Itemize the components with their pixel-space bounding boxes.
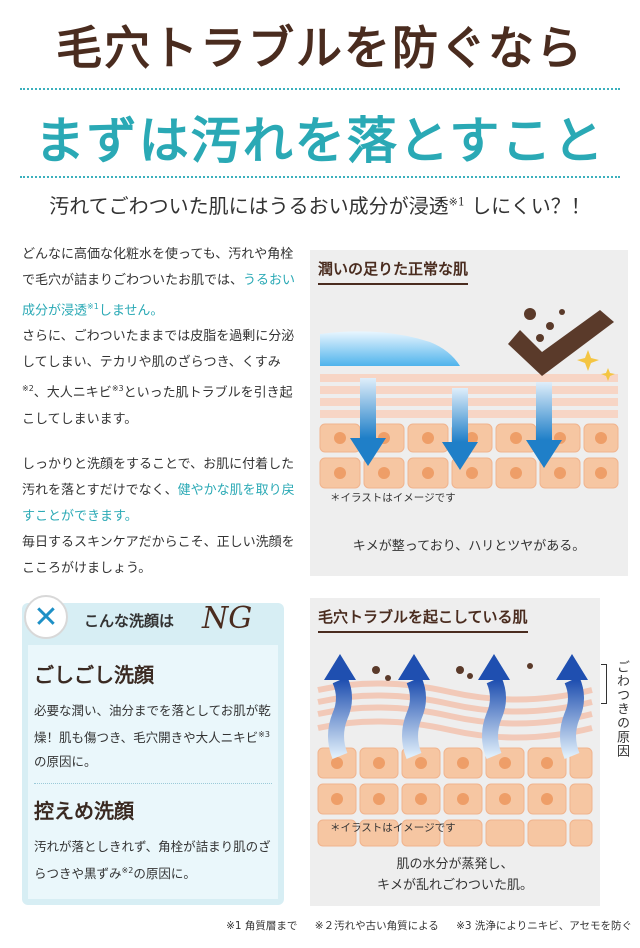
dotted-divider [20, 88, 620, 90]
normal-skin-panel: 潤いの足りた正常な肌 [310, 250, 628, 576]
main-heading: 毛穴トラブルを防ぐなら [56, 21, 584, 75]
footnote-2: ※２汚れや古い角質による [314, 920, 439, 932]
ng-word: NG [202, 601, 253, 636]
ng-item1-text: 必要な潤い、油分までを落としてお肌が乾燥！肌も傷つき、毛穴開きや大人ニキビ※3 の… [34, 699, 278, 774]
normal-skin-caption: キメが整っており、ハリとツヤがある。 [352, 539, 586, 554]
intro2-text: しっかりと洗顔をすることで、お肌に付着した汚れを落とすだけでなく、 [22, 457, 295, 498]
side-label: ごわつきの原因 [614, 660, 629, 758]
subtitle-text-a: 汚れてごわついた肌にはうるおい成分が浸透 [49, 194, 449, 218]
subtitle: 汚れてごわついた肌にはうるおい成分が浸透※1 しにくい？！ [0, 190, 640, 219]
ng-label: こんな洗顔は [84, 612, 175, 630]
trouble-skin-illustration [317, 654, 593, 847]
trouble-skin-caption: 肌の水分が蒸発し、 キメが乱れごわついた肌。 [310, 854, 600, 896]
sub-heading: まずは汚れを落とすこと [34, 111, 606, 170]
footnote-1: ※1 角質層まで [226, 920, 298, 932]
ng-item2-text: 汚れが落としきれず、角栓が詰まり肌のざらつきや黒ずみ※2の原因に。 [34, 835, 278, 886]
ng-item2-text-b: の原因に。 [133, 866, 196, 882]
subtitle-text-b: しにくい？！ [471, 194, 591, 218]
trouble-skin-panel: 毛穴トラブルを起こしている肌 ＊イラストはイ [310, 598, 600, 906]
subtitle-sup: ※1 [448, 195, 465, 209]
footnotes: ※1 角質層まで ※２汚れや古い角質による ※3 洗浄によりニキビ、アセモを防ぐ [0, 918, 632, 933]
ng-inner: ごしごし洗顔 必要な潤い、油分までを落としてお肌が乾燥！肌も傷つき、毛穴開きや大… [28, 645, 278, 899]
intro-sup: ※1 [87, 302, 99, 311]
intro-text-b: さらに、ごわついたままでは皮脂を過剰に分泌してしまい、テカリや肌のざらつき、くす… [22, 329, 295, 371]
intro-paragraph-1: どんなに高価な化粧水を使っても、汚れや角栓で毛穴が詰まりごわついたお肌では、うる… [22, 242, 300, 433]
intro-text-c: 、大人ニキビ [33, 385, 112, 401]
bracket [601, 664, 607, 704]
ng-item1-sup: ※3 [258, 730, 270, 739]
ng-box: ✕ こんな洗顔は NG ごしごし洗顔 必要な潤い、油分までを落としてお肌が乾燥！… [22, 595, 284, 905]
x-mark-icon: ✕ [24, 595, 68, 639]
ng-item2-title: 控えめ洗顔 [34, 799, 134, 823]
trouble-skin-note: ＊イラストはイメージです [330, 822, 456, 834]
footnote-3: ※3 洗浄によりニキビ、アセモを防ぐ [456, 920, 632, 932]
intro-sup2: ※2 [22, 384, 34, 394]
ng-divider [34, 783, 272, 784]
ng-item1-text-b: の原因に。 [34, 754, 97, 770]
trouble-skin-caption-line1: 肌の水分が蒸発し、 [396, 857, 514, 872]
normal-skin-note: ＊イラストはイメージです [330, 492, 456, 504]
ng-item1-title: ごしごし洗顔 [34, 663, 154, 687]
normal-skin-illustration [319, 308, 619, 489]
intro-highlight-b: しません。 [98, 303, 164, 319]
intro2-highlight: 健やかな肌を取り戻すことができます。 [22, 483, 295, 524]
intro2-text-b: 毎日するスキンケアだからこそ、正しい洗顔をこころがけましょう。 [22, 535, 295, 576]
ng-item2-sup: ※2 [121, 866, 134, 875]
intro-highlight: うるおい成分が浸透 [22, 273, 296, 319]
intro-text-d: といった肌トラブルを引き起こしてしまいます。 [22, 385, 293, 427]
trouble-skin-title: 毛穴トラブルを起こしている肌 [318, 606, 528, 633]
normal-skin-title: 潤いの足りた正常な肌 [318, 258, 469, 285]
intro-text: どんなに高価な化粧水を使っても、汚れや角栓で毛穴が詰まりごわついたお肌では、 [22, 247, 294, 288]
trouble-skin-caption-line2: キメが乱れごわついた肌。 [376, 878, 533, 893]
ng-item1-text-a: 必要な潤い、油分までを落としてお肌が乾燥！肌も傷つき、毛穴開きや大人ニキビ [34, 703, 271, 746]
intro-paragraph-2: しっかりと洗顔をすることで、お肌に付着した汚れを落とすだけでなく、健やかな肌を取… [22, 452, 300, 582]
dotted-divider [20, 176, 620, 178]
ng-item2-text-a: 汚れが落としきれず、角栓が詰まり肌のざらつきや黒ずみ [34, 839, 271, 882]
ng-header: ✕ こんな洗顔は NG [22, 595, 284, 653]
intro-sup3: ※3 [111, 384, 124, 394]
